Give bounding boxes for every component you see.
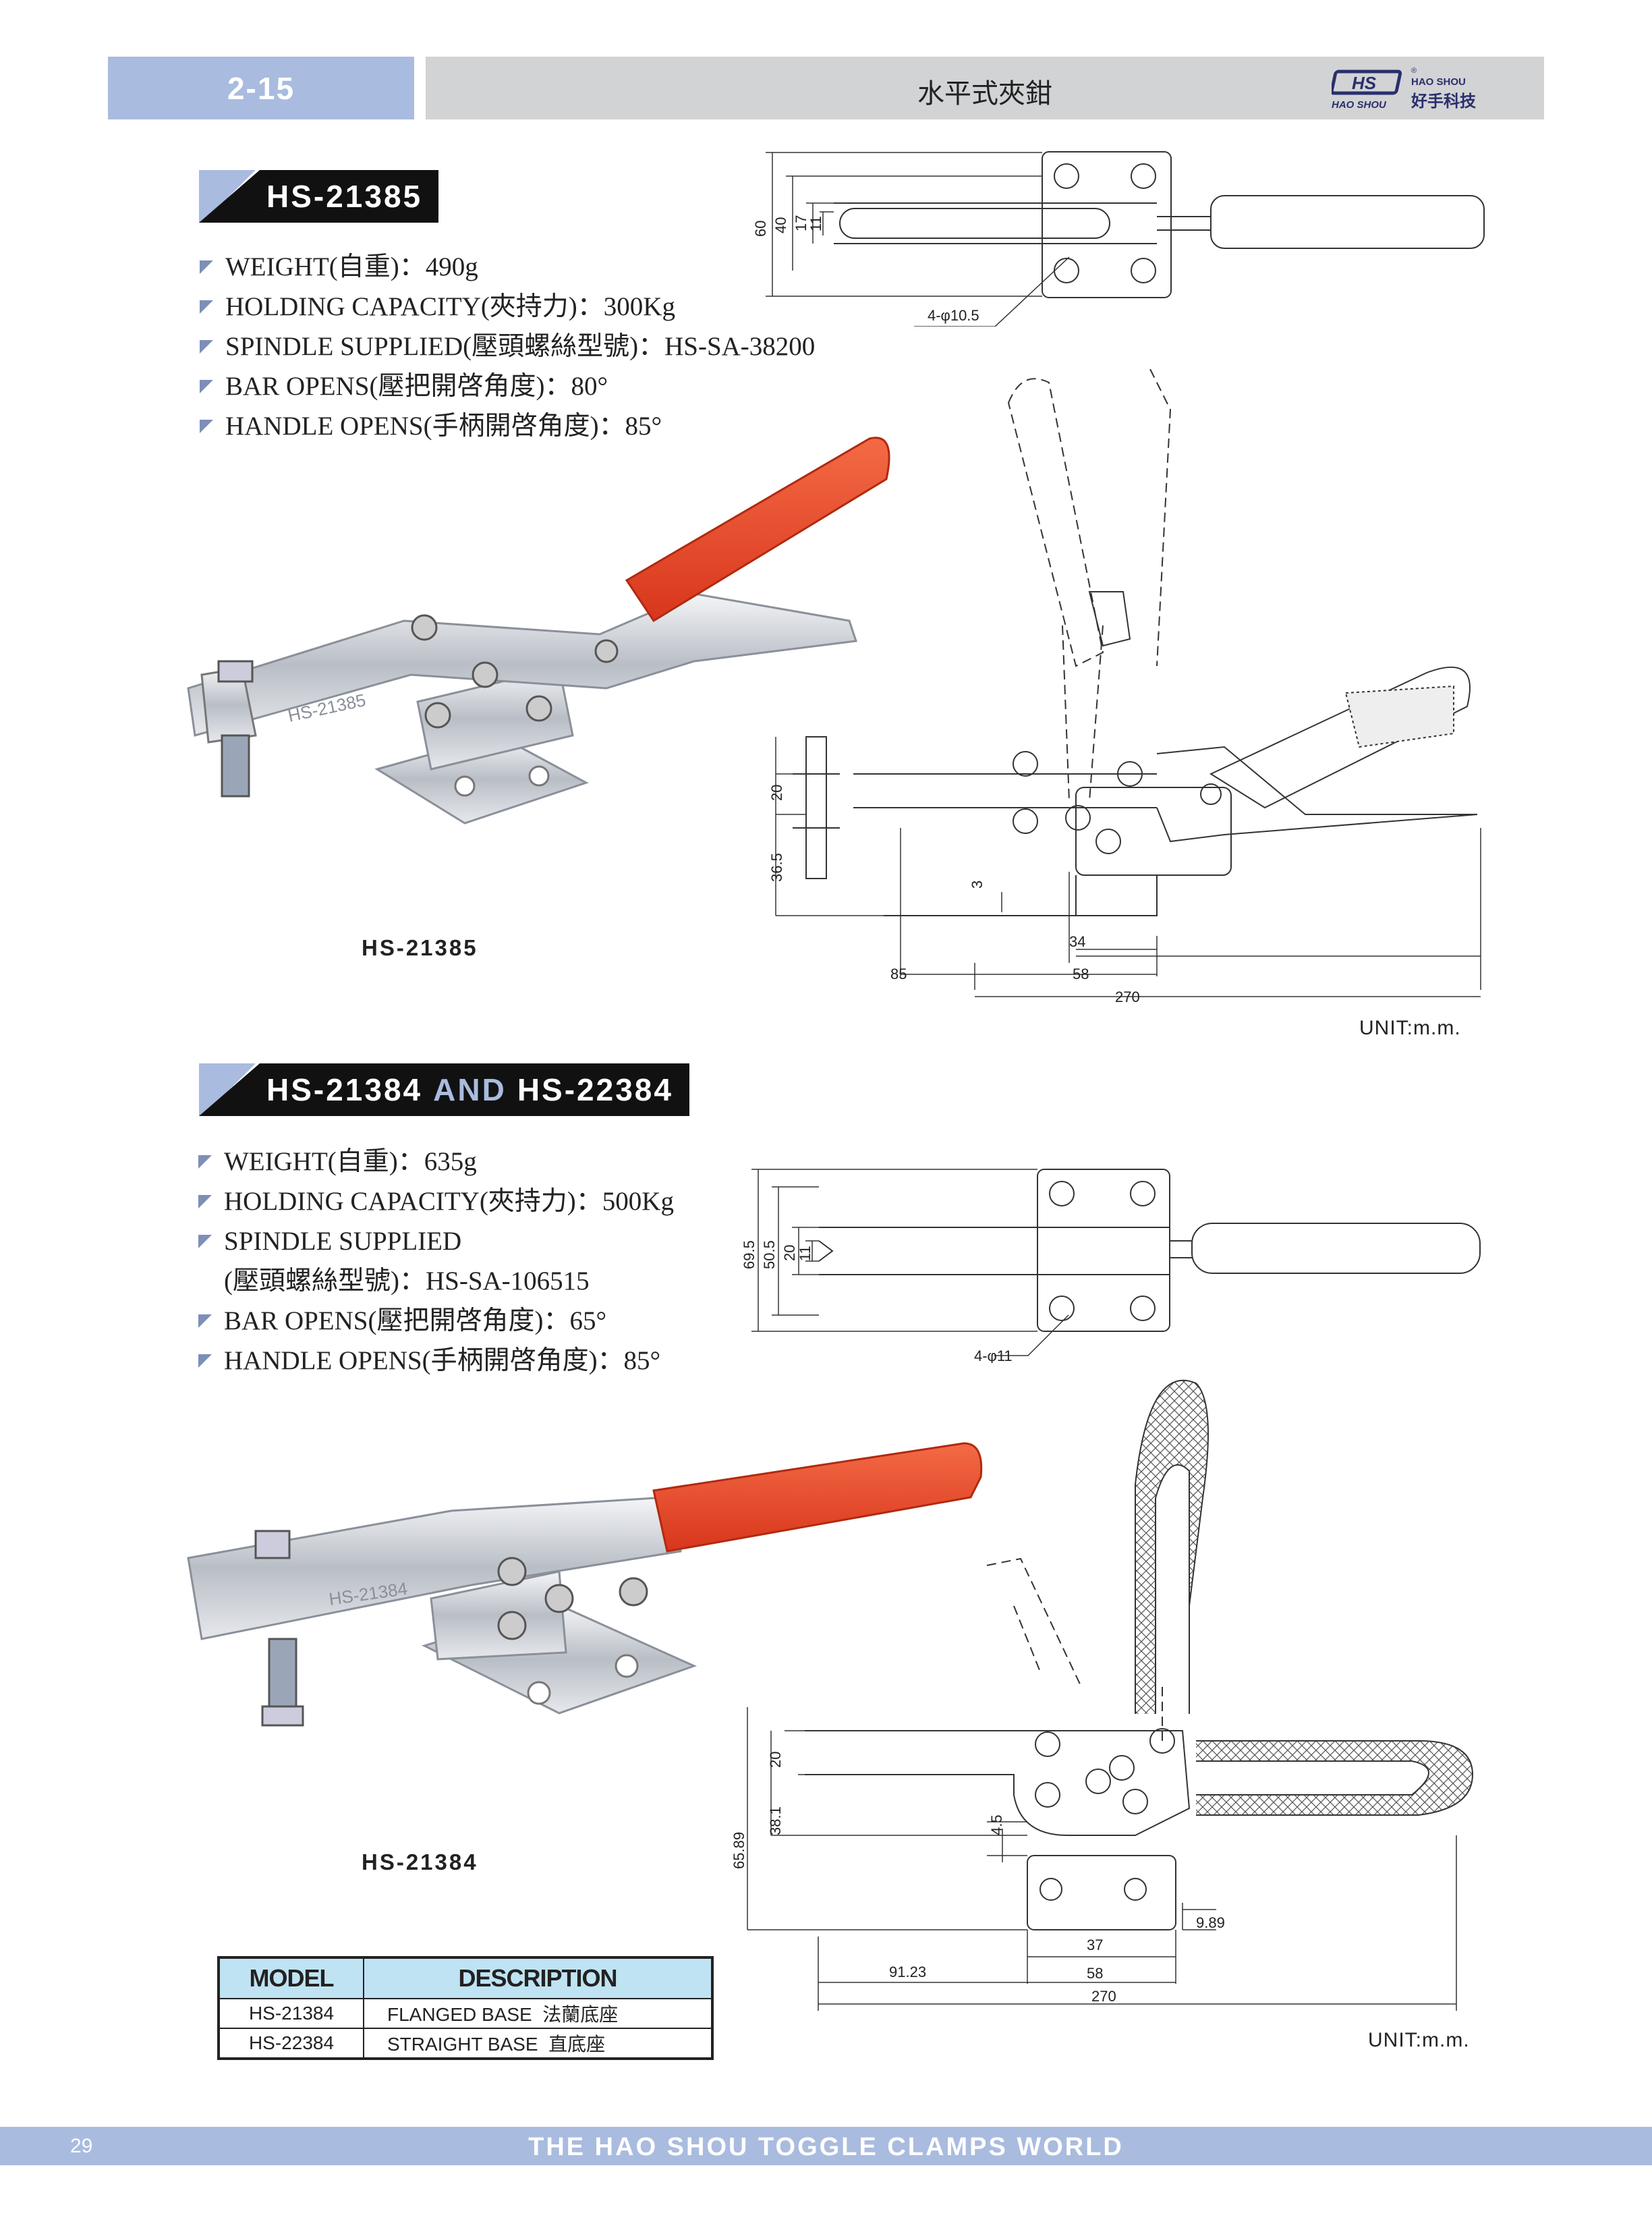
spec-item: BAR OPENS(壓把開啓角度)：80° xyxy=(200,366,815,406)
specs-list-2: WEIGHT(自重)：635g HOLDING CAPACITY(夾持力)：50… xyxy=(198,1142,674,1381)
table-row: HS-22384 STRAIGHT BASE 直底座 xyxy=(218,2028,713,2059)
dim-20: 20 xyxy=(768,785,785,801)
spec-item: HOLDING CAPACITY(夾持力)：500Kg xyxy=(198,1181,674,1221)
dim-40: 40 xyxy=(772,217,789,233)
svg-text:®: ® xyxy=(1411,67,1417,75)
dim-17: 17 xyxy=(793,215,809,231)
spec-item: SPINDLE SUPPLIED(壓頭螺絲型號)：HS-SA-38200 xyxy=(200,327,815,366)
top-view-drawing-1: 60 40 17 11 4-φ10.5 xyxy=(752,151,1485,327)
dim-holes: 4-φ11 xyxy=(974,1347,1013,1363)
hao-shou-logo: HS HAO SHOU HAO SHOU 好手科技 ® xyxy=(1332,67,1477,111)
dim-58: 58 xyxy=(1073,966,1089,982)
logo-cn: 好手科技 xyxy=(1411,92,1477,111)
dim-34: 34 xyxy=(1069,933,1085,950)
dim-91-23: 91.23 xyxy=(889,1964,926,1980)
dim-9-89: 9.89 xyxy=(1196,1914,1225,1931)
dim-4-5: 4.5 xyxy=(988,1814,1005,1835)
bullet-icon xyxy=(198,1234,212,1248)
photo-label-2: HS-21384 xyxy=(362,1849,478,1874)
spec-item: WEIGHT(自重)：490g xyxy=(200,247,815,287)
bullet-icon xyxy=(198,1354,212,1368)
dim-270: 270 xyxy=(1091,1988,1116,2005)
dim-37: 37 xyxy=(1087,1937,1103,1953)
unit-label-2: UNIT:m.m. xyxy=(1368,2029,1470,2051)
dim-60: 60 xyxy=(752,221,769,237)
top-view-drawing-2: 69.5 50.5 20 11 4-φ11 xyxy=(741,1169,1481,1363)
footer-bar: 29 THE HAO SHOU TOGGLE CLAMPS WORLD xyxy=(0,2127,1652,2165)
model-table: MODEL DESCRIPTION HS-21384 FLANGED BASE … xyxy=(217,1956,714,2060)
side-view-drawing-1: 20 36.5 3 34 85 58 270 xyxy=(768,369,1481,1005)
product-photo-hs-21385: HS-21385 xyxy=(187,437,890,825)
dim-58: 58 xyxy=(1087,1965,1103,1982)
table-row: HS-21384 FLANGED BASE 法蘭底座 xyxy=(218,1998,713,2029)
dim-65-89: 65.89 xyxy=(731,1832,747,1869)
spec-item: HANDLE OPENS(手柄開啓角度)：85° xyxy=(200,406,815,446)
cell-description: STRAIGHT BASE 直底座 xyxy=(363,2028,713,2059)
page-number: 29 xyxy=(70,2135,93,2157)
dim-20: 20 xyxy=(767,1752,784,1768)
bullet-icon xyxy=(198,1194,212,1208)
bullet-icon xyxy=(200,260,213,274)
bullet-icon xyxy=(200,339,213,354)
dim-85: 85 xyxy=(890,966,907,982)
spec-item: (壓頭螺絲型號)：HS-SA-106515 xyxy=(224,1267,590,1296)
dim-36-5: 36.5 xyxy=(768,853,785,882)
logo-brand-bottom: HAO SHOU xyxy=(1332,99,1387,111)
bullet-icon xyxy=(198,1314,212,1328)
product-photo-hs-21384: HS-21384 xyxy=(187,1442,983,1727)
bullet-icon xyxy=(200,300,213,314)
unit-label-1: UNIT:m.m. xyxy=(1359,1017,1461,1039)
column-header-model: MODEL xyxy=(218,1957,364,1999)
photo-label-1: HS-21385 xyxy=(362,935,478,960)
product-title-hs-21385: HS-21385 xyxy=(199,170,439,223)
dim-38-1: 38.1 xyxy=(767,1806,784,1835)
column-header-description: DESCRIPTION xyxy=(363,1957,713,1999)
dim-11: 11 xyxy=(807,216,824,231)
spec-item: HANDLE OPENS(手柄開啓角度)：85° xyxy=(198,1341,674,1381)
title-accent-shape xyxy=(199,1063,260,1116)
spec-item: BAR OPENS(壓把開啓角度)：65° xyxy=(198,1301,674,1341)
logo-hs: HS xyxy=(1352,73,1377,93)
bullet-icon xyxy=(200,379,213,393)
logo-brand: HAO SHOU xyxy=(1411,76,1466,88)
dim-69-5: 69.5 xyxy=(741,1240,758,1269)
dim-50-5: 50.5 xyxy=(761,1240,778,1269)
dim-20: 20 xyxy=(781,1245,798,1261)
bullet-icon xyxy=(198,1154,212,1169)
cell-model: HS-21384 xyxy=(218,1998,364,2029)
specs-list-1: WEIGHT(自重)：490g HOLDING CAPACITY(夾持力)：30… xyxy=(200,247,815,446)
table-header-row: MODEL DESCRIPTION xyxy=(218,1957,713,1999)
header-bar: 水平式夾鉗 HS HAO SHOU HAO SHOU 好手科技 ® xyxy=(426,57,1544,119)
dim-11: 11 xyxy=(797,1246,814,1261)
cell-model: HS-22384 xyxy=(218,2028,364,2059)
dim-270: 270 xyxy=(1115,989,1140,1005)
cell-description: FLANGED BASE 法蘭底座 xyxy=(363,1998,713,2029)
page-title: 水平式夾鉗 xyxy=(917,79,1052,109)
footer-text: THE HAO SHOU TOGGLE CLAMPS WORLD xyxy=(528,2133,1124,2161)
spec-item: SPINDLE SUPPLIED xyxy=(198,1221,674,1261)
spec-item: WEIGHT(自重)：635g xyxy=(198,1142,674,1181)
page-code: 2-15 xyxy=(108,57,414,119)
dim-holes: 4-φ10.5 xyxy=(928,307,979,324)
side-view-drawing-2: 20 38.1 65.89 4.5 9.89 37 91.23 58 270 xyxy=(731,1379,1474,2011)
mounting-hole xyxy=(1054,163,1156,283)
dim-3: 3 xyxy=(969,881,986,889)
title-accent-shape xyxy=(199,170,260,223)
spec-item: HOLDING CAPACITY(夾持力)：300Kg xyxy=(200,287,815,327)
